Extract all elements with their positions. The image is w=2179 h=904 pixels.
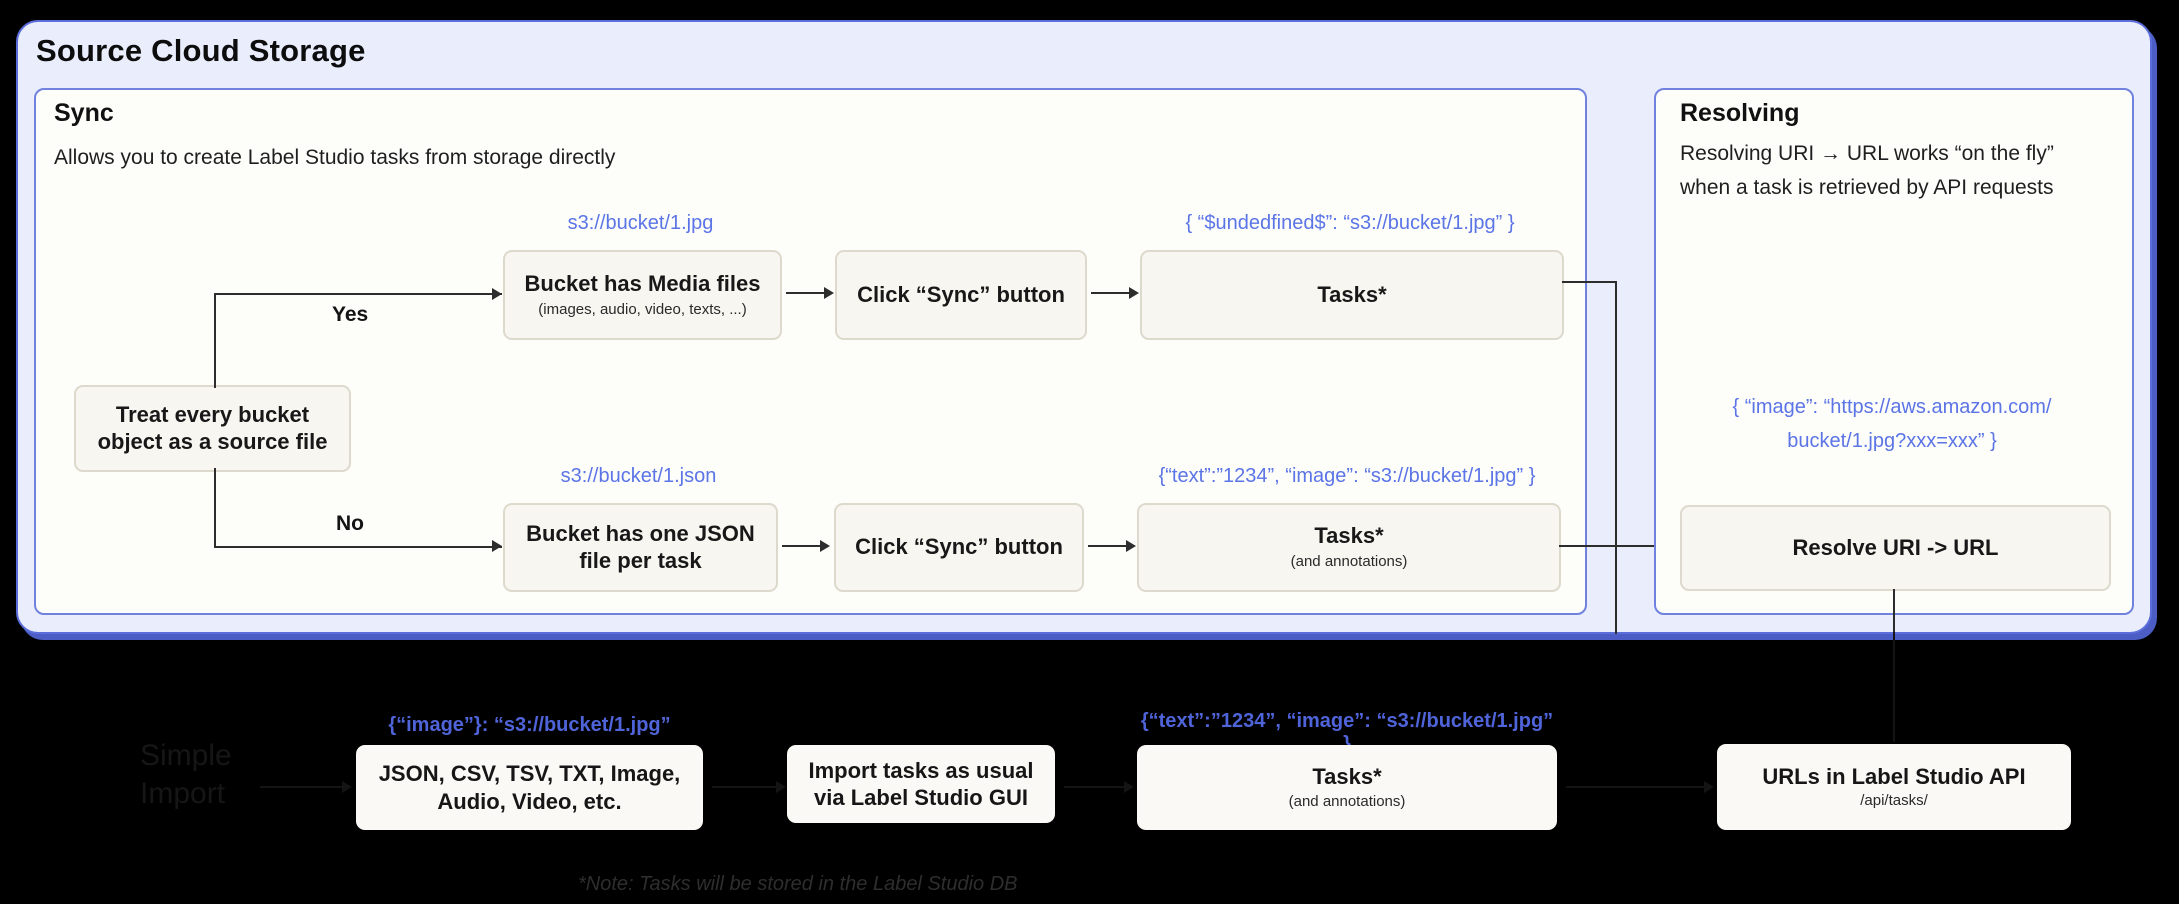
resolve-drop-line-dark — [1893, 632, 1895, 742]
decision-line1: Treat every bucket — [115, 401, 310, 427]
tasks2-title: Tasks* — [1314, 523, 1384, 549]
ghost-arrow-3 — [1064, 786, 1126, 788]
ghost-arrow-4-head — [1704, 781, 1714, 793]
resolving-title: Resolving — [1680, 99, 1800, 127]
resolving-json-line2: bucket/1.jpg?xxx=xxx” } — [1787, 430, 1997, 452]
arrow-tasks2-resolve — [1559, 545, 1671, 547]
resolving-desc-line1: Resolving URI → URL works “on the fly” — [1680, 142, 2054, 165]
tasks2-json-label: {“text”:”1234”, “image”: “s3://bucket/1.… — [1158, 465, 1536, 487]
bottom-tasks-json-label: {“text”:”1234”, “image”: “s3://bucket/1.… — [1140, 710, 1554, 755]
ghost-arrow-3-head — [1124, 781, 1134, 793]
decision-box: Treat every bucket object as a source fi… — [74, 385, 351, 472]
yes-label: Yes — [332, 303, 369, 326]
simple-import-line1: Simple — [140, 739, 232, 772]
no-arrowhead — [492, 540, 502, 552]
resolving-json-line1: { “image”: “https://aws.amazon.com/ — [1732, 396, 2052, 418]
sync-title: Sync — [54, 99, 114, 127]
sync-button-label-1: Click “Sync” button — [857, 281, 1065, 307]
arrow-row1-a — [786, 292, 826, 294]
resolve-uri-box: Resolve URI -> URL — [1680, 505, 2111, 591]
yes-arrowhead — [492, 288, 502, 300]
resolving-desc-line2: when a task is retrieved by API requests — [1680, 176, 2054, 199]
gui-import-line1: Import tasks as usual — [808, 757, 1034, 783]
ghost-arrow-1-head — [342, 781, 352, 793]
json-box-line1: Bucket has one JSON — [526, 520, 755, 546]
media-files-box: Bucket has Media files (images, audio, v… — [503, 250, 782, 340]
tasks1-json-label: { “$undedfined$”: “s3://bucket/1.jpg” } — [1185, 212, 1515, 234]
page-title: Source Cloud Storage — [36, 33, 366, 68]
bottom-tasks-title: Tasks* — [1312, 764, 1382, 790]
tasks1-title: Tasks* — [1317, 281, 1387, 307]
yes-connector — [214, 293, 502, 388]
arrow-row2-a — [782, 545, 822, 547]
arrow-row1-b — [1091, 292, 1131, 294]
uri-label-json: s3://bucket/1.json — [560, 465, 717, 487]
formats-box: JSON, CSV, TSV, TXT, Image, Audio, Video… — [356, 745, 703, 830]
ghost-arrow-1 — [260, 786, 344, 788]
json-per-task-box: Bucket has one JSON file per task — [503, 503, 778, 592]
decision-line2: object as a source file — [97, 428, 328, 454]
sync-button-box-1: Click “Sync” button — [835, 250, 1087, 340]
json-box-line2: file per task — [579, 547, 702, 573]
no-label: No — [336, 512, 364, 535]
formats-line1: JSON, CSV, TSV, TXT, Image, — [378, 761, 681, 786]
resolve-uri-label: Resolve URI -> URL — [1792, 534, 1999, 560]
api-urls-sub: /api/tasks/ — [1860, 792, 1928, 810]
resolve-drop-line — [1893, 589, 1895, 632]
media-files-sub: (images, audio, video, texts, ...) — [538, 300, 747, 318]
no-connector — [214, 468, 502, 548]
formats-line2: Audio, Video, etc. — [437, 788, 622, 814]
api-urls-box: URLs in Label Studio API /api/tasks/ — [1717, 744, 2071, 830]
arrow-row1-b-head — [1129, 287, 1139, 299]
media-files-title: Bucket has Media files — [524, 270, 761, 296]
arrow-row2-b-head — [1126, 540, 1136, 552]
arrow-row2-b — [1088, 545, 1128, 547]
arrow-row1-a-head — [824, 287, 834, 299]
ghost-arrow-4 — [1566, 786, 1706, 788]
bottom-tasks-box: Tasks* (and annotations) — [1137, 745, 1557, 830]
ghost-arrow-2 — [712, 786, 778, 788]
tasks-box-2: Tasks* (and annotations) — [1137, 503, 1561, 592]
bottom-tasks-sub: (and annotations) — [1288, 792, 1406, 810]
sync-subtitle: Allows you to create Label Studio tasks … — [54, 146, 616, 169]
formats-json-label: {“image”}: “s3://bucket/1.jpg” — [388, 714, 671, 736]
sync-button-box-2: Click “Sync” button — [834, 503, 1084, 592]
api-urls-title: URLs in Label Studio API — [1762, 763, 2026, 789]
simple-import-line2: Import — [140, 777, 226, 810]
ghost-arrow-2-head — [776, 781, 786, 793]
simple-import-title: Simple Import — [140, 737, 232, 813]
footnote: *Note: Tasks will be stored in the Label… — [578, 873, 1018, 895]
tasks-box-1: Tasks* — [1140, 250, 1564, 340]
sync-button-label-2: Click “Sync” button — [855, 534, 1063, 560]
gui-import-line2: via Label Studio GUI — [814, 785, 1028, 810]
uri-label-jpg: s3://bucket/1.jpg — [567, 212, 714, 234]
tasks1-drop-connector — [1562, 281, 1617, 634]
tasks2-sub: (and annotations) — [1290, 553, 1408, 571]
gui-import-box: Import tasks as usual via Label Studio G… — [787, 745, 1055, 823]
arrow-row2-a-head — [820, 540, 830, 552]
